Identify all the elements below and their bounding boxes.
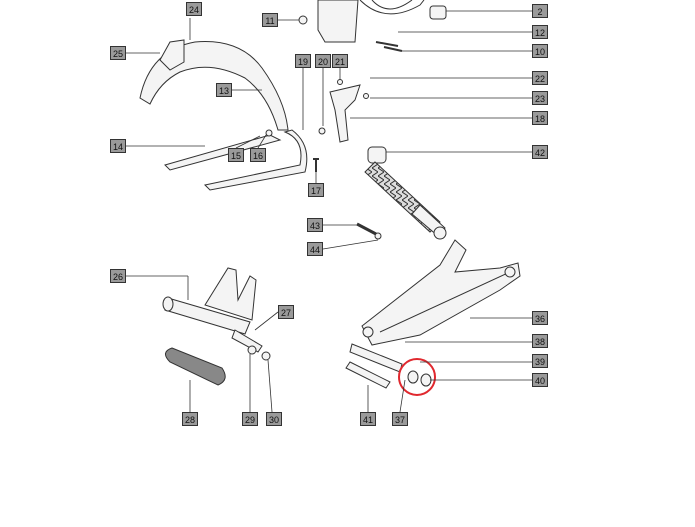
footrest-bracket: [204, 267, 257, 321]
bolt-12: [375, 41, 399, 47]
highlight-circle: [398, 358, 436, 396]
callout-25: 25: [110, 46, 126, 60]
callout-36: 36: [532, 311, 548, 325]
callout-29: 29: [242, 412, 258, 426]
callout-24: 24: [186, 2, 202, 16]
nut-40: [420, 373, 432, 387]
callout-11: 11: [262, 13, 278, 27]
callout-26: 26: [110, 269, 126, 283]
callout-14: 14: [110, 139, 126, 153]
screw-16: [265, 129, 273, 137]
callout-15: 15: [228, 148, 244, 162]
callout-20: 20: [315, 54, 331, 68]
callout-44: 44: [307, 242, 323, 256]
washer-39: [407, 370, 419, 384]
callout-18: 18: [532, 111, 548, 125]
bushing-2: [429, 5, 447, 20]
callout-19: 19: [295, 54, 311, 68]
callout-38: 38: [532, 334, 548, 348]
stay-15: [203, 129, 308, 191]
plate-holder: [159, 39, 185, 71]
frame-bracket: [317, 0, 359, 43]
pin-41: [345, 361, 391, 389]
swingarm-36: [361, 239, 521, 346]
nut-11: [298, 15, 308, 25]
callout-23: 23: [532, 91, 548, 105]
callout-10: 10: [532, 44, 548, 58]
bolt-43: [356, 222, 377, 236]
bracket-18: [329, 84, 361, 143]
callout-13: 13: [216, 83, 232, 97]
footrest-arm: [231, 329, 263, 353]
callout-40: 40: [532, 373, 548, 387]
callout-27: 27: [278, 305, 294, 319]
callout-12: 12: [532, 25, 548, 39]
callout-21: 21: [332, 54, 348, 68]
callout-16: 16: [250, 148, 266, 162]
callout-30: 30: [266, 412, 282, 426]
bolt-10: [383, 46, 403, 52]
stay-14: [164, 134, 282, 171]
callout-2: 2: [532, 4, 548, 18]
frame-tube: [359, 0, 425, 15]
mudguard: [139, 41, 289, 131]
shock-top: [367, 146, 387, 164]
callout-37: 37: [392, 412, 408, 426]
callout-41: 41: [360, 412, 376, 426]
rubber-grip-28: [165, 347, 226, 386]
frame-tube-b: [371, 0, 413, 10]
callout-17: 17: [308, 183, 324, 197]
leader-lines: [126, 10, 532, 413]
callout-22: 22: [532, 71, 548, 85]
callout-42: 42: [532, 145, 548, 159]
bolt-17: [313, 158, 319, 172]
callout-28: 28: [182, 412, 198, 426]
callout-43: 43: [307, 218, 323, 232]
callout-39: 39: [532, 354, 548, 368]
